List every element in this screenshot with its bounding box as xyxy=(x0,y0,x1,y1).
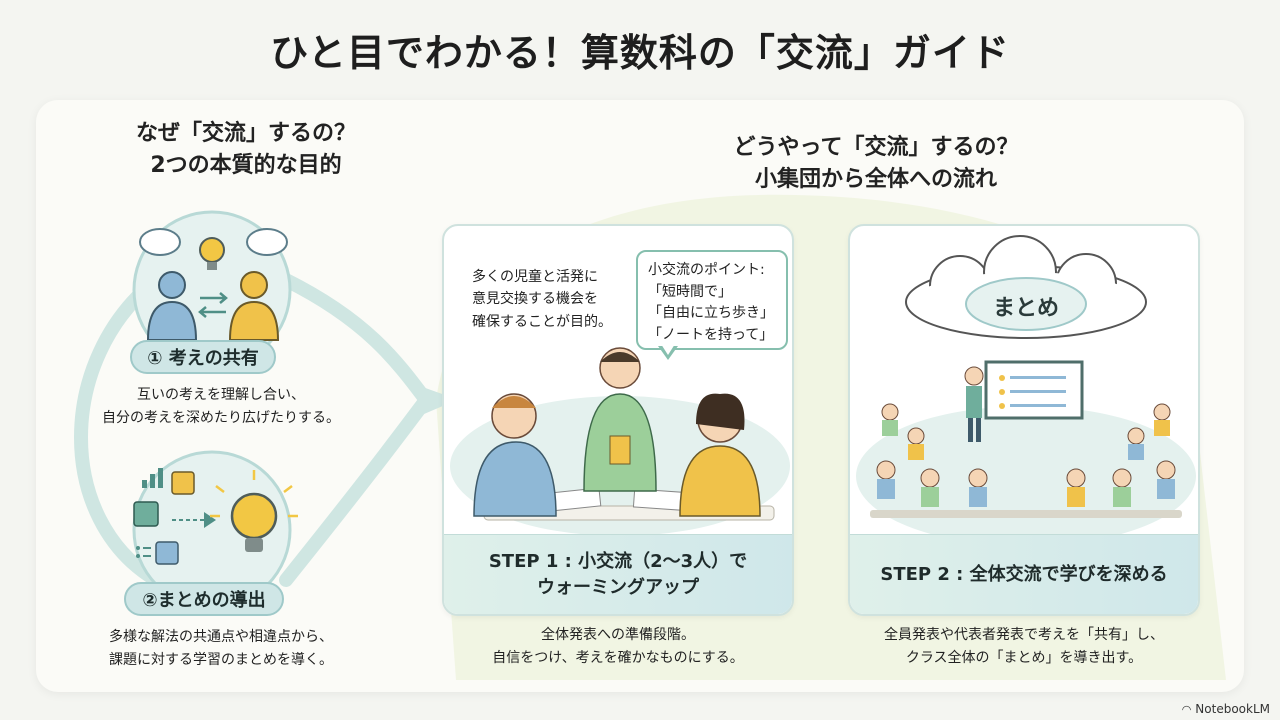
deriving-summary-illustration xyxy=(132,450,298,600)
sharing-ideas-illustration xyxy=(132,210,292,360)
list-icon xyxy=(136,546,140,550)
main-panel: なぜ「交流」するの？ 2つの本質的な目的 どうやって「交流」するの？ 小集団から… xyxy=(36,100,1244,692)
bar-chart-icon xyxy=(142,480,147,488)
speech-bubble-icon xyxy=(139,228,181,256)
book-icon xyxy=(609,435,631,465)
speech-bubble-icon xyxy=(246,228,288,256)
purpose1-description: 互いの考えを理解し合い、 自分の考えを深めたり広げたりする。 xyxy=(102,387,340,427)
purpose2-label: ②まとめの導出 xyxy=(124,582,284,616)
exchange-arrow-icon xyxy=(200,292,228,304)
purpose2-description: 多様な解法の共通点や相違点から、 課題に対する学習のまとめを導く。 xyxy=(109,629,333,669)
notebooklm-logo-icon: ◠ xyxy=(1181,702,1192,716)
step1-description: 全体発表への準備段階。 自信をつけ、考えを確かなものにする。 xyxy=(492,627,744,667)
small-exchange-points-bubble: 小交流のポイント: 「短時間で」 「自由に立ち歩き」 「ノートを持って」 xyxy=(636,250,788,350)
small-group-discussion-illustration xyxy=(450,347,790,536)
lightbulb-icon xyxy=(230,492,278,540)
step1-label: STEP 1 : 小交流（2〜3人）で ウォーミングアップ xyxy=(444,534,792,614)
why-heading: なぜ「交流」するの？ 2つの本質的な目的 xyxy=(135,121,356,178)
whole-class-illustration xyxy=(856,235,1196,538)
page-title: ひと目でわかる！算数科の「交流」ガイド xyxy=(270,31,1010,75)
step2-description: 全員発表や代表者発表で考えを「共有」し、 クラス全体の「まとめ」を導き出す。 xyxy=(884,627,1164,667)
brand-watermark: ◠ NotebookLM xyxy=(1181,702,1270,716)
person-icon xyxy=(158,271,186,299)
step1-purpose-text: 多くの児童と活発に 意見交換する機会を 確保することが目的。 xyxy=(472,269,612,330)
lightbulb-icon xyxy=(199,237,225,263)
how-heading: どうやって「交流」するの？ 小集団から全体への流れ xyxy=(733,135,1019,192)
student-group-icon xyxy=(876,403,1176,507)
teacher-icon xyxy=(964,366,984,386)
thought-cloud-icon xyxy=(905,235,1147,339)
step2-label: STEP 2 : 全体交流で学びを深める xyxy=(850,534,1198,614)
step1-card: 多くの児童と活発に 意見交換する機会を 確保することが目的。 小交流のポイント:… xyxy=(442,224,794,616)
summary-cloud-text: まとめ xyxy=(992,296,1059,321)
step2-card: まとめ STEP 2 : 全体交流で学びを深める xyxy=(848,224,1200,616)
puzzle-piece-icon xyxy=(155,541,179,565)
person-icon xyxy=(240,271,268,299)
purpose1-label: ① 考えの共有 xyxy=(130,340,276,374)
puzzle-piece-icon xyxy=(133,501,159,527)
puzzle-piece-icon xyxy=(171,471,195,495)
